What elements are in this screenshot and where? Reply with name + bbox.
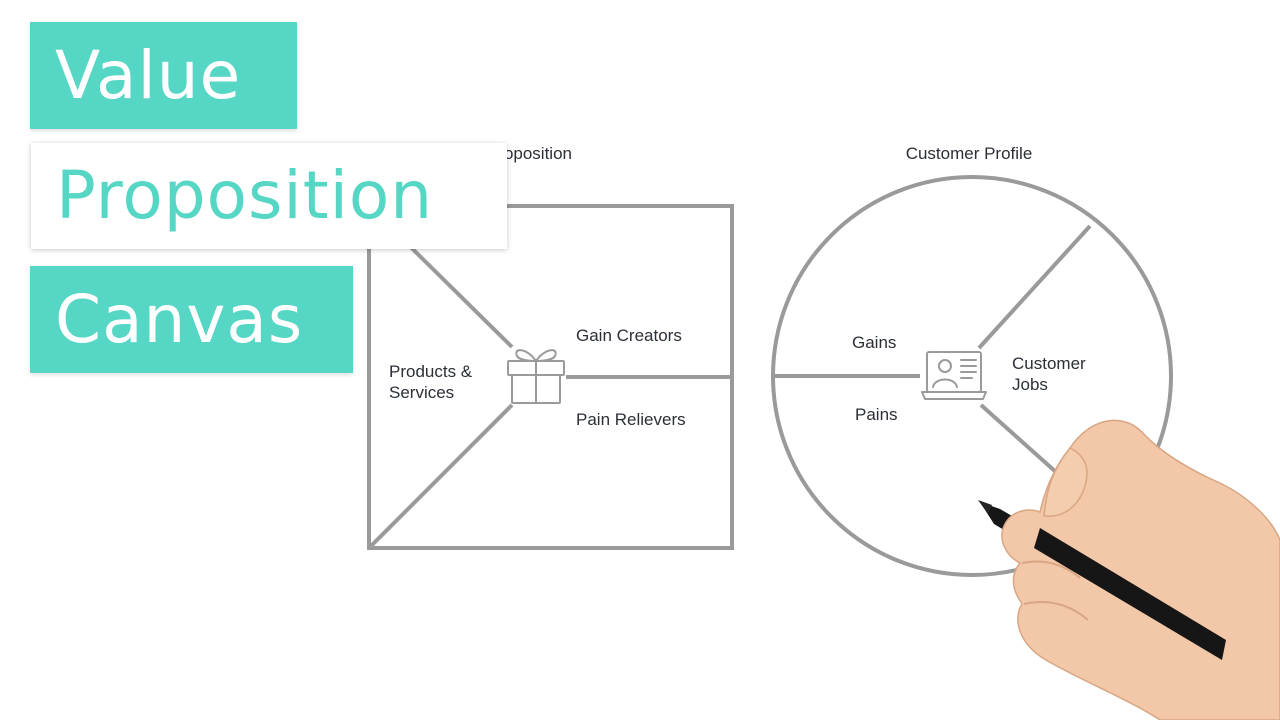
- hand-knuckle-line: [1023, 600, 1089, 621]
- gain-creators-label: Gain Creators: [576, 326, 682, 345]
- title-value-text: Value: [55, 36, 242, 114]
- value-map: Value Proposition Products & Services Ga…: [367, 144, 734, 550]
- title-canvas: Canvas: [30, 266, 353, 373]
- customer-profile-icon: [921, 351, 987, 400]
- customer-profile: Customer Profile Gains Pains Customer Jo…: [771, 144, 1173, 577]
- title-canvas-text: Canvas: [55, 280, 304, 358]
- customer-profile-heading: Customer Profile: [906, 144, 1033, 163]
- products-services-label: Products &: [389, 362, 473, 381]
- hand-finger-line: [1021, 560, 1081, 579]
- hand-thumb: [1043, 447, 1088, 518]
- pain-relievers-label: Pain Relievers: [576, 410, 686, 429]
- hand-skin: [1001, 419, 1280, 720]
- customer-jobs-label: Customer: [1012, 354, 1086, 373]
- title-proposition-text: Proposition: [56, 157, 434, 234]
- pains-label: Pains: [855, 405, 898, 424]
- customer-profile-divider-upper: [977, 224, 1092, 350]
- gains-label: Gains: [852, 333, 896, 352]
- gift-icon: [507, 349, 565, 404]
- hand-with-marker-illustration: [978, 419, 1280, 720]
- title-proposition: Proposition: [31, 143, 507, 249]
- marker-pen-front: [1034, 528, 1226, 660]
- products-services-label-line2: Services: [389, 383, 454, 402]
- title-value: Value: [30, 22, 297, 129]
- value-map-divider-lower: [367, 403, 514, 550]
- customer-jobs-label-line2: Jobs: [1012, 375, 1048, 394]
